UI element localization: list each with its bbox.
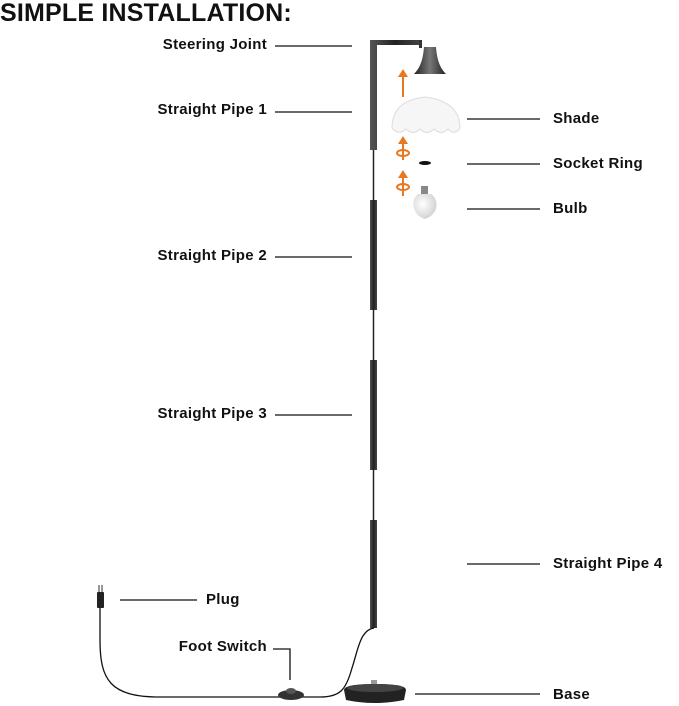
steering-joint-pipe-1 bbox=[370, 40, 420, 150]
label-socket-ring: Socket Ring bbox=[553, 155, 643, 172]
socket-ring-icon bbox=[419, 161, 431, 165]
label-straight-pipe-4: Straight Pipe 4 bbox=[553, 555, 663, 572]
straight-pipe-2 bbox=[370, 200, 377, 310]
base-icon bbox=[344, 680, 406, 703]
power-cord bbox=[99, 608, 375, 698]
label-straight-pipe-3: Straight Pipe 3 bbox=[157, 405, 267, 422]
label-plug: Plug bbox=[206, 591, 240, 608]
leader-foot-switch bbox=[273, 648, 291, 680]
label-steering-joint: Steering Joint bbox=[162, 36, 267, 53]
straight-pipe-3 bbox=[370, 360, 377, 470]
plug-icon bbox=[97, 585, 104, 608]
leader-lines bbox=[120, 45, 540, 695]
label-bulb: Bulb bbox=[553, 200, 588, 217]
bulb-icon bbox=[413, 186, 437, 219]
straight-pipe-4 bbox=[370, 520, 377, 628]
label-straight-pipe-1: Straight Pipe 1 bbox=[157, 101, 267, 118]
label-base: Base bbox=[553, 686, 591, 703]
label-straight-pipe-2: Straight Pipe 2 bbox=[157, 247, 267, 264]
shade-icon bbox=[391, 96, 461, 133]
arrows bbox=[396, 69, 410, 196]
lamp-socket-cone bbox=[414, 47, 446, 74]
label-foot-switch: Foot Switch bbox=[178, 638, 267, 655]
label-shade: Shade bbox=[553, 110, 600, 127]
foot-switch-icon bbox=[278, 690, 304, 700]
page-title: SIMPLE INSTALLATION: bbox=[0, 0, 292, 27]
